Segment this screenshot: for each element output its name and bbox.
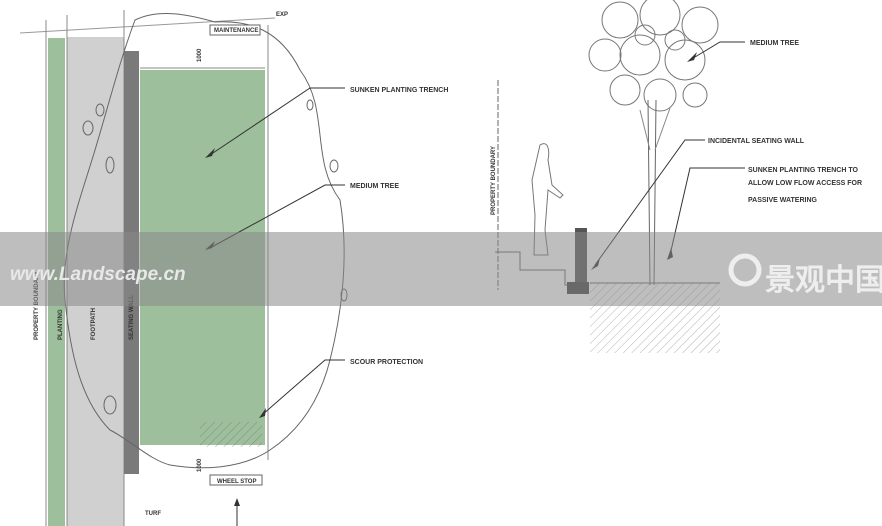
section-seating-wall-label: INCIDENTAL SEATING WALL xyxy=(708,138,805,145)
watermark-logo-icon xyxy=(728,253,762,287)
kerb-label: EXP xyxy=(276,12,288,18)
section-medium-tree-label: MEDIUM TREE xyxy=(750,40,799,47)
dimension-top: 1000 xyxy=(197,48,203,62)
footpath-label: FOOTPATH xyxy=(91,308,97,340)
turf-label: TURF xyxy=(145,511,161,517)
maintenance-label: MAINTENANCE xyxy=(214,28,258,34)
scour-protection-label: SCOUR PROTECTION xyxy=(350,359,423,366)
tree-canopy xyxy=(588,0,719,112)
section-property-boundary-label: PROPERTY BOUNDARY xyxy=(491,146,497,215)
section-view: PROPERTY BOUNDARY MEDIUM TREE INCIDENTAL… xyxy=(491,0,862,353)
scour-protection xyxy=(200,422,262,447)
dimension-bottom: 1000 xyxy=(197,458,203,472)
watermark-band xyxy=(0,232,882,306)
medium-tree-label: MEDIUM TREE xyxy=(350,183,399,190)
watermark-text-right: 景观中国 xyxy=(765,263,882,298)
section-trench-label-3: PASSIVE WATERING xyxy=(748,197,818,204)
seating-wall-label: SEATING WALL xyxy=(129,295,135,340)
section-trench-label-2: ALLOW LOW FLOW ACCESS FOR xyxy=(748,180,862,187)
watermark-text-left: www.Landscape.cn xyxy=(10,264,186,285)
planting-label: PLANTING xyxy=(58,309,64,340)
sunken-planting-trench-label: SUNKEN PLANTING TRENCH xyxy=(350,87,448,94)
section-trench-label-1: SUNKEN PLANTING TRENCH TO xyxy=(748,167,858,174)
wheel-stop-label: WHEEL STOP xyxy=(217,479,256,485)
